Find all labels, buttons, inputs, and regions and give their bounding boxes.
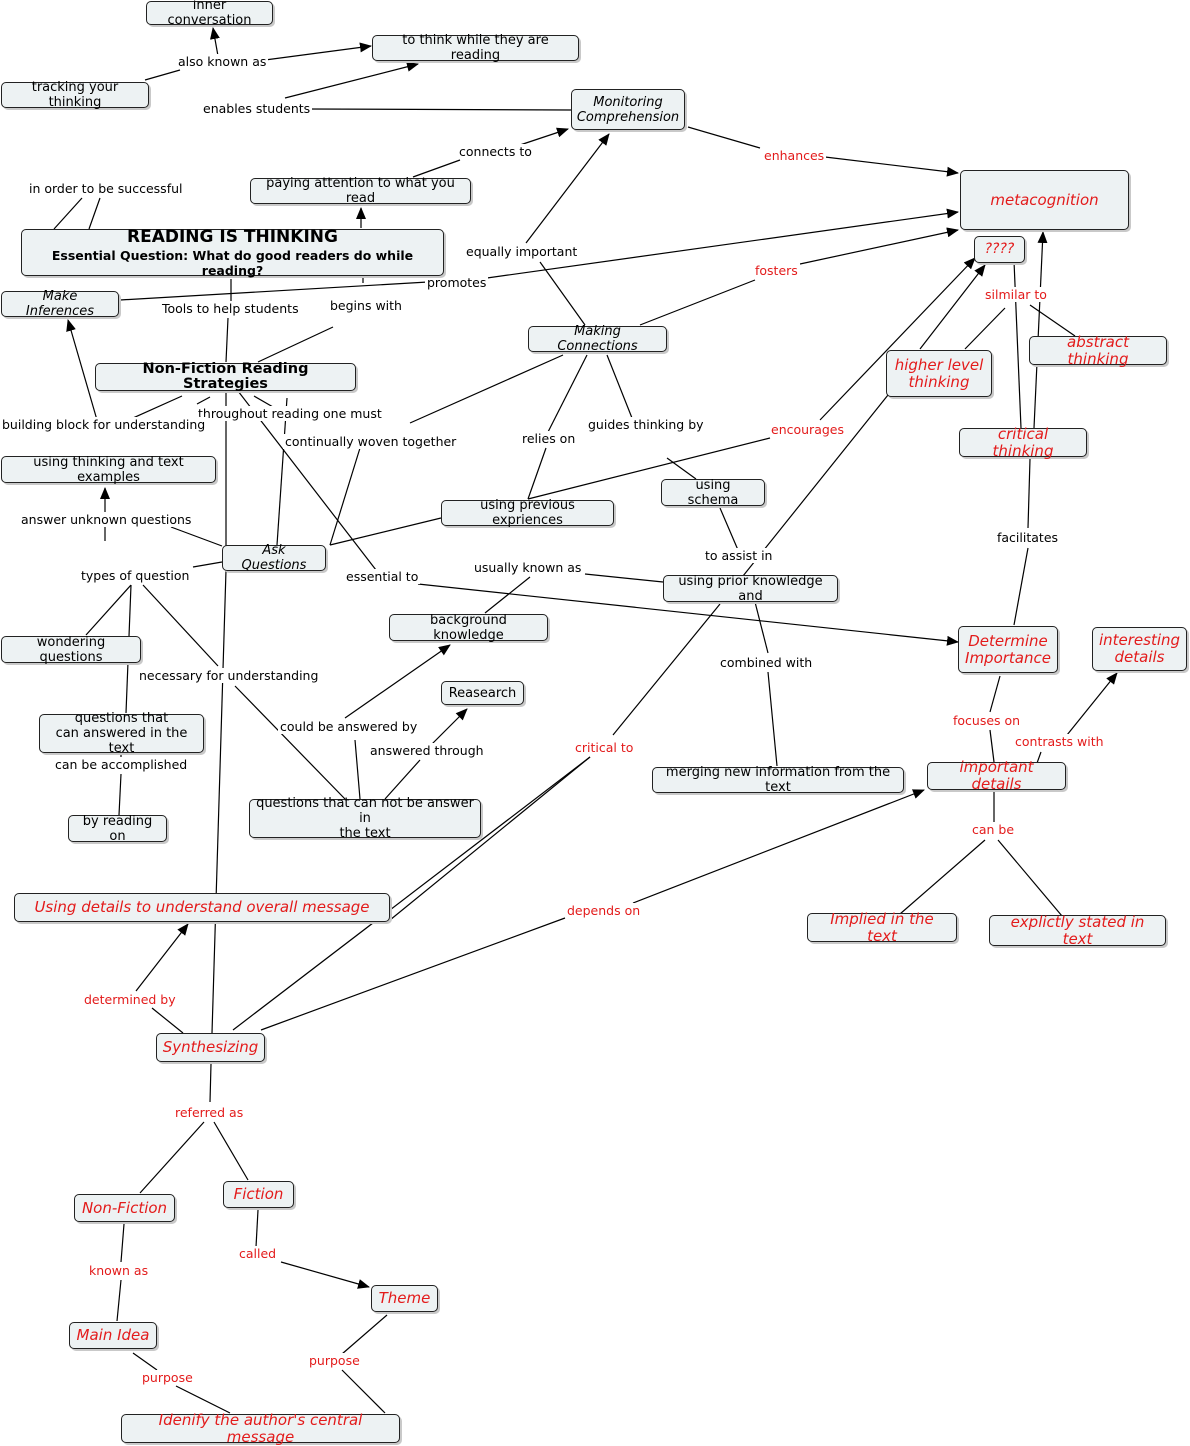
concept-wondering-questions[interactable]: wondering questions [1, 635, 141, 665]
concept-main-idea[interactable]: Main Idea [69, 1322, 157, 1349]
concept-important-details[interactable]: important details [927, 759, 1066, 793]
link-label: focuses on [951, 713, 1023, 728]
link-label: continually woven together [283, 434, 459, 449]
link-label: combined with [718, 655, 815, 670]
link-label: also known as [176, 54, 269, 69]
link-label: called [237, 1246, 279, 1261]
link-label: can be [970, 822, 1017, 837]
concept-paying-attention[interactable]: paying attention to what you read [250, 176, 471, 206]
link-label: usually known as [472, 560, 584, 575]
link-label: building block for understanding [0, 417, 208, 432]
link-label: throughout reading one must [196, 406, 384, 421]
link-label: promotes [425, 275, 489, 290]
concept-inner-conversation[interactable]: inner conversation [146, 0, 273, 28]
concept-tracking-thinking[interactable]: tracking your thinking [1, 80, 149, 110]
link-label: encourages [769, 422, 846, 437]
link-label: answer unknown questions [19, 512, 194, 527]
concept-think-while-reading[interactable]: to think while they are reading [372, 33, 579, 63]
concept-critical-thinking[interactable]: critical thinking [959, 425, 1087, 459]
link-label: purpose [140, 1370, 195, 1385]
link-label: necessary for understanding [137, 668, 321, 683]
concept-higher-level-thinking[interactable]: higher level thinking [886, 350, 992, 397]
link-label: guides thinking by [586, 417, 706, 432]
essential-question: Essential Question: What do good readers… [51, 248, 414, 278]
link-label: could be answered by [278, 719, 420, 734]
link-label: equally important [464, 244, 580, 259]
concept-theme[interactable]: Theme [371, 1285, 438, 1312]
link-label: relies on [520, 431, 578, 446]
concept-metacognition[interactable]: metacognition [960, 170, 1129, 230]
concept-using-schema[interactable]: using schema [661, 478, 765, 508]
link-label: enhances [762, 148, 827, 163]
concept-identify-central-message[interactable]: Idenify the author's central message [121, 1411, 400, 1445]
root-title: READING IS THINKING [127, 227, 338, 247]
concept-explicitly-stated[interactable]: explictly stated in text [989, 913, 1166, 947]
link-label: known as [87, 1263, 151, 1278]
concept-interesting-details[interactable]: interesting details [1092, 627, 1187, 671]
concept-questions-in-text[interactable]: questions that can answered in the text [39, 711, 204, 756]
concept-by-reading-on[interactable]: by reading on [68, 814, 167, 844]
concept-merging-information[interactable]: merging new information from the text [652, 765, 904, 795]
link-label: connects to [457, 144, 534, 159]
link-label: to assist in [703, 548, 775, 563]
concept-thinking-text-examples[interactable]: using thinking and text examples [1, 455, 216, 485]
concept-implied-in-text[interactable]: Implied in the text [807, 910, 957, 944]
link-label: Tools to help students [160, 301, 301, 316]
link-label: facilitates [995, 530, 1061, 545]
link-label: answered through [368, 743, 486, 758]
concept-question-marks[interactable]: ???? [974, 236, 1025, 263]
link-label: depends on [565, 903, 643, 918]
link-label: types of question [79, 568, 192, 583]
concept-ask-questions[interactable]: Ask Questions [222, 543, 326, 573]
concept-background-knowledge[interactable]: background knowledge [389, 613, 548, 643]
concept-fiction[interactable]: Fiction [223, 1181, 294, 1208]
concept-monitoring-comprehension[interactable]: Monitoring Comprehension [571, 89, 685, 130]
concept-nonfiction-strategies[interactable]: Non-Fiction Reading Strategies [95, 362, 356, 392]
link-label: fosters [753, 263, 800, 278]
link-label: referred as [173, 1105, 246, 1120]
concept-determine-importance[interactable]: Determine Importance [958, 626, 1058, 673]
link-label: contrasts with [1013, 734, 1106, 749]
link-label: in order to be successful [27, 181, 185, 196]
concept-nonfiction[interactable]: Non-Fiction [74, 1194, 175, 1222]
link-label: purpose [307, 1353, 362, 1368]
concept-prior-knowledge[interactable]: using prior knowledge and [663, 574, 838, 604]
concept-synthesizing[interactable]: Synthesizing [156, 1033, 265, 1062]
link-label: enables students [201, 101, 313, 116]
link-label: critical to [573, 740, 636, 755]
concept-abstract-thinking[interactable]: abstract thinking [1029, 333, 1167, 367]
link-label: silmilar to [983, 287, 1049, 302]
concept-reasearch[interactable]: Reasearch [441, 681, 524, 705]
concept-making-connections[interactable]: Making Connections [528, 324, 667, 354]
link-label: begins with [328, 298, 404, 313]
link-label: essential to [344, 569, 421, 584]
link-label: can be accomplished [53, 757, 190, 772]
root-concept-reading-is-thinking[interactable]: READING IS THINKING Essential Question: … [21, 227, 444, 278]
concept-using-details[interactable]: Using details to understand overall mess… [14, 893, 390, 922]
concept-questions-not-in-text[interactable]: questions that can not be answer in the … [249, 796, 481, 841]
concept-previous-experiences[interactable]: using previous expriences [441, 498, 614, 528]
link-label: determined by [82, 992, 178, 1007]
concept-make-inferences[interactable]: Make Inferences [1, 289, 119, 319]
